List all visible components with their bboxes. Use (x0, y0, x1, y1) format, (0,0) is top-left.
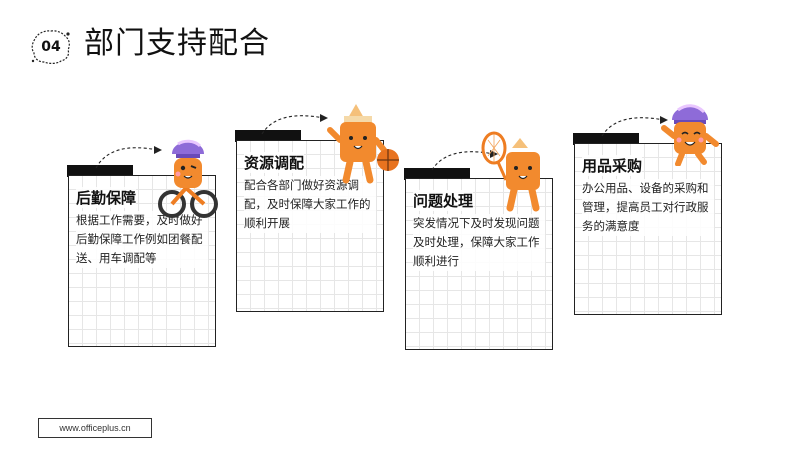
card-title: 后勤保障 (76, 187, 137, 208)
card-tab (235, 130, 301, 142)
dashed-arrow-icon (601, 116, 668, 137)
footer-url: www.officeplus.cn (38, 418, 152, 438)
card-description: 办公用品、设备的采购和管理，提高员工对行政服务的满意度 (582, 179, 714, 236)
card-title: 问题处理 (413, 190, 474, 211)
dashed-arrow-icon (95, 146, 162, 169)
badge-shape-icon (31, 30, 70, 64)
card-title: 用品采购 (582, 155, 643, 176)
mascot-with-helmet-icon (661, 104, 719, 166)
section-number-badge: 04 (30, 28, 72, 66)
dashed-arrow-icon (261, 114, 328, 135)
section-number: 04 (41, 39, 61, 55)
mascot-with-basketball-icon (327, 104, 399, 184)
card-description: 配合各部门做好资源调配，及时保障大家工作的顺利开展 (244, 176, 376, 233)
page-title: 部门支持配合 (84, 26, 270, 61)
card-tab (67, 165, 133, 177)
card-tab (404, 168, 470, 180)
card-description: 突发情况下及时发现问题及时处理，保障大家工作顺利进行 (413, 214, 545, 271)
mascot-on-bike-icon (158, 139, 218, 218)
card-description: 根据工作需要，及时做好后勤保障工作例如团餐配送、用车调配等 (76, 211, 208, 268)
card-resource-allocation: 资源调配 配合各部门做好资源调配，及时保障大家工作的顺利开展 (235, 130, 384, 312)
mascot-with-racket-icon (481, 131, 540, 212)
card-problem-handling: 问题处理 突发情况下及时发现问题及时处理，保障大家工作顺利进行 (404, 168, 553, 350)
card-purchasing: 用品采购 办公用品、设备的采购和管理，提高员工对行政服务的满意度 (573, 133, 722, 315)
card-title: 资源调配 (244, 152, 305, 173)
card-tab (573, 133, 639, 145)
